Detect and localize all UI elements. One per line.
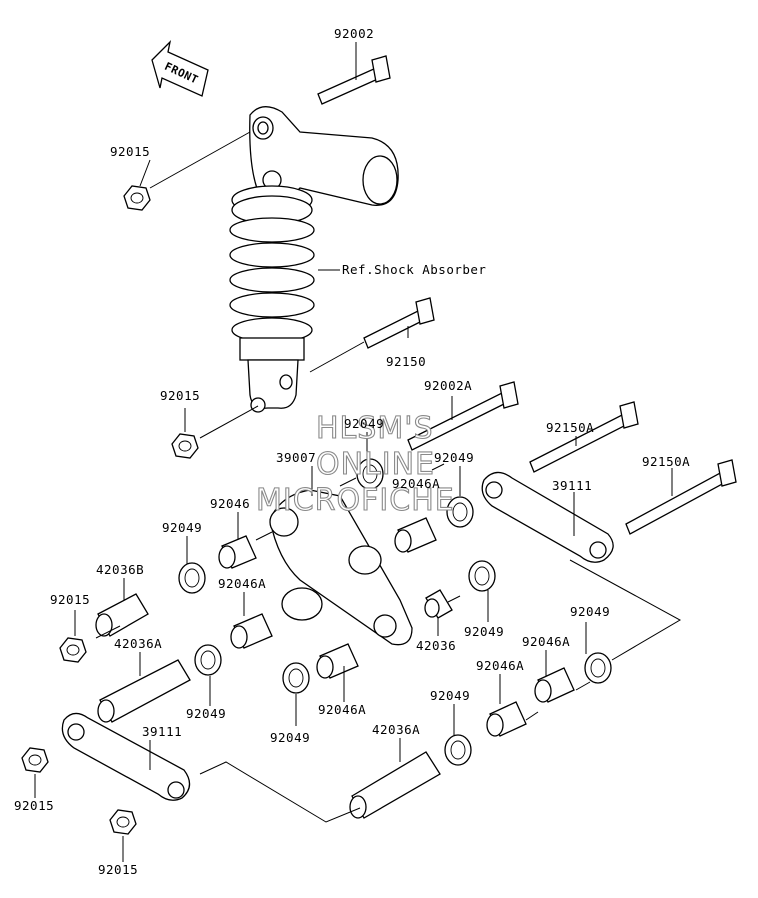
part-label: 92002A	[424, 378, 472, 393]
part-label: 92046A	[392, 476, 440, 491]
nut-92015-1	[123, 185, 151, 211]
part-label: 92015	[14, 798, 54, 813]
part-label: 42036A	[372, 722, 420, 737]
bearing-92046	[218, 535, 257, 569]
bearing-92046A-1	[230, 613, 273, 649]
bearing-92046A-2	[394, 517, 437, 553]
watermark: HLSM'S ONLINE MICROFICHE	[255, 410, 455, 518]
rocker-arm-39007	[269, 489, 413, 646]
ref-shock-absorber-label: Ref.Shock Absorber	[342, 262, 486, 277]
part-label: 92046A	[522, 634, 570, 649]
watermark-line-3: MICROFICHE	[256, 483, 455, 518]
seal-92049-7	[584, 652, 612, 684]
nut-92015-4	[21, 747, 49, 773]
part-label: 92046A	[218, 576, 266, 591]
part-label: 92150A	[642, 454, 690, 469]
bearing-92046A-3	[316, 643, 359, 679]
seal-92049-3	[178, 562, 206, 594]
seal-92049-6	[282, 662, 310, 694]
part-label: 92150A	[546, 420, 594, 435]
part-label: 92049	[430, 688, 470, 703]
seal-92049-1	[356, 458, 384, 490]
bolt-92002A	[407, 381, 519, 451]
nut-92015-5	[109, 809, 137, 835]
part-label: 92015	[160, 388, 200, 403]
part-label: 92046	[210, 496, 250, 511]
bolt-92002	[317, 55, 391, 105]
tie-rod-39111-upper	[481, 471, 614, 563]
front-arrow-icon: FRONT	[151, 40, 209, 97]
part-label: 42036	[416, 638, 456, 653]
shock-absorber	[229, 106, 399, 413]
collar-42036A-1	[97, 659, 191, 723]
part-label: 92049	[186, 706, 226, 721]
part-label: 92046A	[476, 658, 524, 673]
part-labels: 92002 92015 92150 92015 92002A 92150A 92…	[14, 26, 690, 877]
part-label: 92049	[344, 416, 384, 431]
watermark-line-2: ONLINE	[316, 447, 435, 482]
part-label: 92015	[50, 592, 90, 607]
part-label: 39111	[142, 724, 182, 739]
bolt-92150A-upper	[529, 401, 639, 473]
collar-42036A-2	[349, 751, 441, 819]
bolt-92150A-lower	[625, 459, 737, 535]
part-label: 92049	[162, 520, 202, 535]
part-label: 92049	[570, 604, 610, 619]
bearing-92046A-4	[534, 667, 575, 703]
part-label: 92049	[270, 730, 310, 745]
collar-42036B	[95, 593, 149, 637]
part-label: 39007	[276, 450, 316, 465]
leader-lines	[34, 42, 682, 862]
part-label: 92049	[464, 624, 504, 639]
nut-92015-2	[171, 433, 199, 459]
part-label: 92046A	[318, 702, 366, 717]
part-label: 42036A	[114, 636, 162, 651]
part-label: 92049	[434, 450, 474, 465]
part-label: 42036B	[96, 562, 144, 577]
seal-92049-2	[446, 496, 474, 528]
seal-92049-5	[194, 644, 222, 676]
part-label: 92002	[334, 26, 374, 41]
collar-42036	[424, 589, 453, 619]
seal-92049-8	[444, 734, 472, 766]
tie-rod-39111-lower	[61, 712, 191, 801]
watermark-line-1: HLSM'S	[316, 411, 434, 446]
bolt-92150	[363, 297, 435, 349]
nut-92015-3	[59, 637, 87, 663]
part-label: 39111	[552, 478, 592, 493]
part-label: 92015	[110, 144, 150, 159]
bearing-92046A-5	[486, 701, 527, 737]
part-label: 92150	[386, 354, 426, 369]
seal-92049-4	[468, 560, 496, 592]
part-label: 92015	[98, 862, 138, 877]
